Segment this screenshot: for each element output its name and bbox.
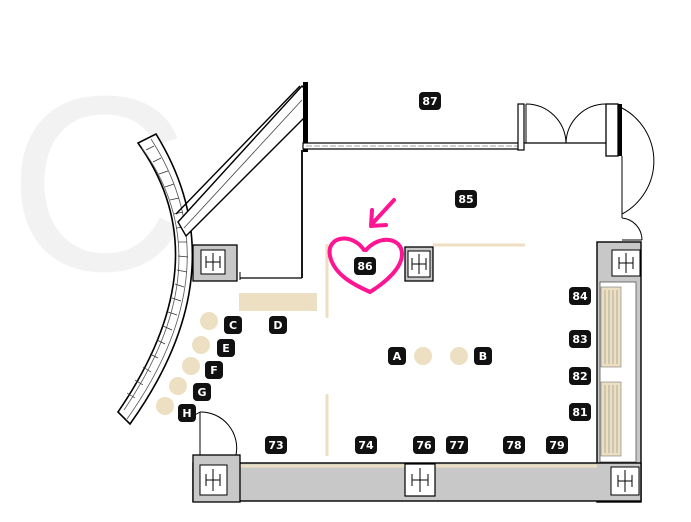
svg-text:87: 87: [422, 95, 437, 108]
room-badge-82: 82: [569, 367, 591, 385]
highlight-annotation: [327, 198, 404, 294]
pillar-bottom-right: [610, 466, 640, 496]
room-badge-83: 83: [569, 330, 591, 348]
letter-badge-a: A: [388, 347, 406, 365]
inner-wall-left: [239, 150, 303, 280]
room-badge-76: 76: [413, 436, 435, 454]
heart-icon: [327, 236, 404, 294]
letter-badges: A B C D E F G H: [178, 316, 492, 422]
pillar-left-mid: [192, 244, 238, 282]
letter-badge-b: B: [474, 347, 492, 365]
svg-text:H: H: [182, 407, 191, 420]
room-badge-77: 77: [446, 436, 468, 454]
letter-badge-f: F: [205, 361, 223, 379]
svg-text:83: 83: [572, 333, 587, 346]
partitions: [325, 243, 525, 456]
section-watermark: C: [8, 44, 189, 323]
room-badge-87: 87: [419, 92, 441, 110]
stools: [156, 312, 468, 415]
svg-text:C: C: [229, 319, 237, 332]
svg-text:G: G: [197, 386, 206, 399]
pillar-right-top: [611, 249, 641, 277]
bench-d: [239, 293, 317, 311]
svg-text:73: 73: [268, 439, 283, 452]
svg-text:F: F: [210, 364, 218, 377]
letter-badge-e: E: [217, 339, 235, 357]
arrow-icon: [370, 198, 396, 226]
room-badge-86: 86: [354, 257, 376, 275]
svg-text:A: A: [393, 350, 402, 363]
pillar-bottom-center: [404, 463, 436, 497]
svg-text:82: 82: [572, 370, 587, 383]
svg-text:D: D: [273, 319, 282, 332]
svg-text:B: B: [479, 350, 487, 363]
room-badges: 87 85 86 84 83 82 81 73 74 76 77 78 79: [265, 92, 591, 454]
room-badge-73: 73: [265, 436, 287, 454]
svg-text:E: E: [222, 342, 230, 355]
curved-wall: [116, 132, 194, 426]
right-wall: [596, 241, 642, 503]
top-wall: [302, 82, 606, 152]
letter-badge-c: C: [224, 316, 242, 334]
room-badge-81: 81: [569, 403, 591, 421]
room-badge-79: 79: [546, 436, 568, 454]
pillars: [192, 244, 641, 503]
room-badge-78: 78: [503, 436, 525, 454]
double-door: [525, 103, 607, 144]
svg-text:86: 86: [357, 260, 373, 273]
room-badge-85: 85: [455, 190, 477, 208]
diagonal-wall: [175, 84, 307, 238]
svg-text:85: 85: [458, 193, 473, 206]
letter-badge-h: H: [178, 404, 196, 422]
pillar-center-top: [404, 246, 434, 282]
letter-badge-g: G: [193, 383, 211, 401]
svg-text:81: 81: [572, 406, 587, 419]
svg-text:74: 74: [358, 439, 374, 452]
svg-text:79: 79: [549, 439, 564, 452]
svg-text:84: 84: [572, 290, 588, 303]
letter-badge-d: D: [269, 316, 287, 334]
right-top-wall: [605, 103, 655, 241]
room-badge-74: 74: [355, 436, 377, 454]
pillar-bottom-left: [192, 454, 241, 503]
svg-text:77: 77: [449, 439, 464, 452]
svg-text:78: 78: [506, 439, 521, 452]
room-badge-84: 84: [569, 287, 591, 305]
svg-text:76: 76: [416, 439, 432, 452]
